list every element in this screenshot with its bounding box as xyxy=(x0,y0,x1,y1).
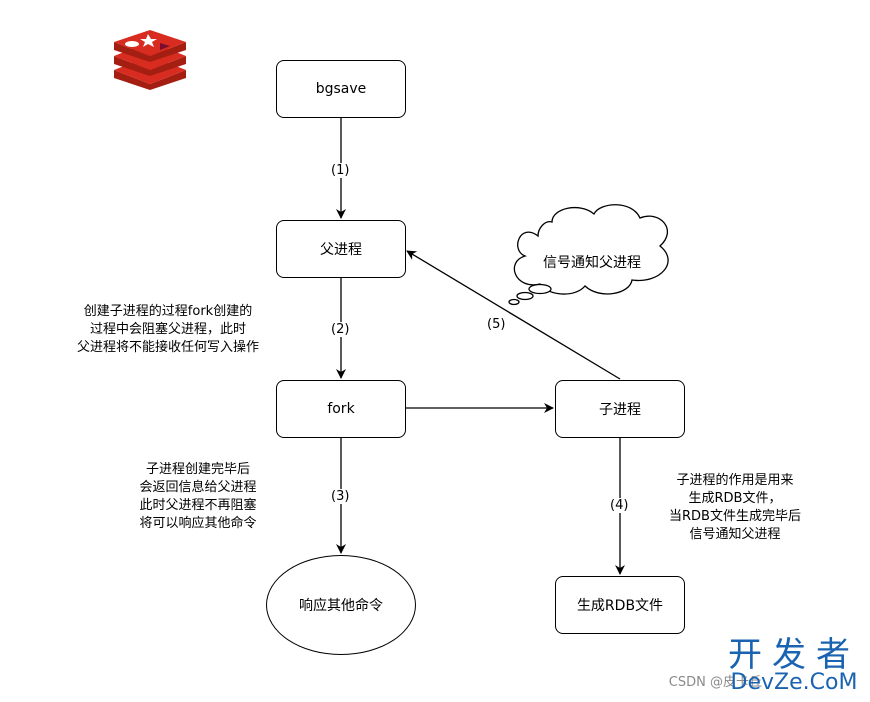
edge-label-4: (4) xyxy=(610,498,629,513)
child-done-note: 子进程创建完毕后 会返回信息给父进程 此时父进程不再阻塞 将可以响应其他命令 xyxy=(139,462,257,531)
child-process-node: 子进程 xyxy=(555,380,685,438)
fork-note: 创建子进程的过程fork创建的 过程中会阻塞父进程，此时 父进程将不能接收任何写… xyxy=(76,304,259,355)
child-process-label: 子进程 xyxy=(599,402,641,418)
respond-commands-label: 响应其他命令 xyxy=(299,598,383,614)
cloud-label: 信号通知父进程 xyxy=(543,255,641,271)
thought-cloud-icon xyxy=(508,204,669,306)
csdn-watermark: CSDN @皮卡丘 xyxy=(668,675,762,690)
edge-label-2: (2) xyxy=(331,322,350,337)
edge-label-1: (1) xyxy=(331,163,350,178)
respond-commands-node: 响应其他命令 xyxy=(266,555,416,655)
edge-child-parent xyxy=(406,250,621,380)
generate-rdb-node: 生成RDB文件 xyxy=(555,576,685,634)
redis-logo-icon xyxy=(114,30,186,90)
fork-node: fork xyxy=(276,380,406,438)
parent-process-label: 父进程 xyxy=(320,242,362,258)
edge-label-3: (3) xyxy=(331,489,350,504)
generate-rdb-label: 生成RDB文件 xyxy=(576,598,664,614)
child-role-note: 子进程的作用是用来 生成RDB文件， 当RDB文件生成完毕后 信号通知父进程 xyxy=(669,473,801,542)
fork-label: fork xyxy=(327,401,355,417)
parent-process-node: 父进程 xyxy=(276,220,406,278)
devze-watermark: 开发者 DevZe.CoM xyxy=(728,635,860,695)
bgsave-label: bgsave xyxy=(315,81,367,97)
edge-label-5: (5) xyxy=(487,317,506,332)
bgsave-node: bgsave xyxy=(276,60,406,118)
